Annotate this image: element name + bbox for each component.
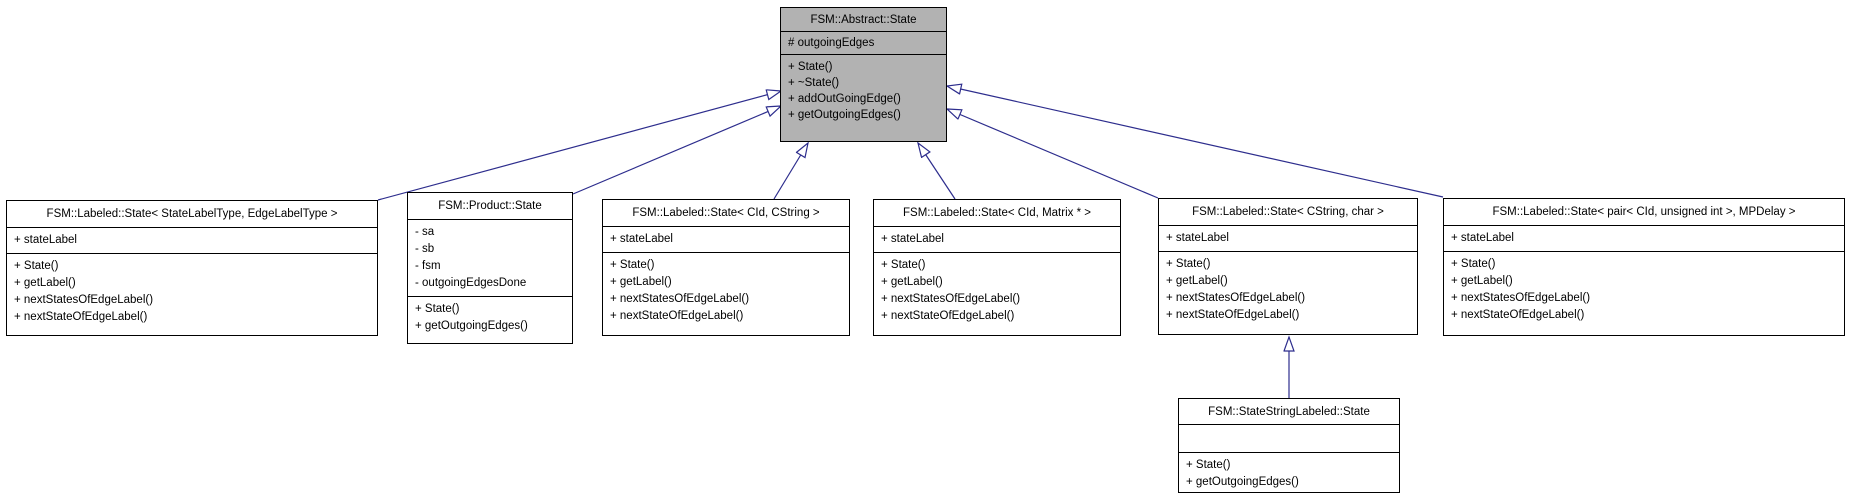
method: + getOutgoingEdges(): [788, 109, 901, 121]
class-attributes: + stateLabel: [603, 227, 849, 253]
attribute: - fsm: [415, 260, 441, 272]
class-methods: + State() + getOutgoingEdges(): [1179, 453, 1399, 495]
class-attributes-empty: [1179, 425, 1399, 453]
method: + addOutGoingEdge(): [788, 93, 901, 105]
class-title: FSM::Labeled::State< StateLabelType, Edg…: [7, 201, 377, 228]
attribute: + stateLabel: [610, 233, 673, 245]
method: + getLabel(): [14, 277, 76, 289]
method: + nextStateOfEdgeLabel(): [1166, 309, 1300, 321]
class-attributes: # outgoingEdges: [781, 32, 946, 55]
method: + getOutgoingEdges(): [1186, 476, 1299, 488]
class-methods: + State() + getLabel() + nextStatesOfEdg…: [7, 254, 377, 335]
inheritance-arrow-product-to-abstract: [572, 106, 781, 195]
inheritance-arrow-cid-cstring-to-abstract: [773, 143, 808, 200]
method: + nextStateOfEdgeLabel(): [1451, 309, 1585, 321]
method: + nextStatesOfEdgeLabel(): [14, 294, 154, 306]
class-title: FSM::Labeled::State< CId, CString >: [603, 200, 849, 227]
class-attributes: + stateLabel: [874, 227, 1120, 253]
method: + getOutgoingEdges(): [415, 320, 528, 332]
method: + getLabel(): [1451, 275, 1513, 287]
attribute: - sa: [415, 226, 435, 238]
class-attributes: + stateLabel: [1444, 226, 1844, 252]
class-title: FSM::Product::State: [408, 193, 572, 220]
method: + getLabel(): [1166, 275, 1228, 287]
attribute: + stateLabel: [881, 233, 944, 245]
method: + nextStatesOfEdgeLabel(): [610, 293, 750, 305]
method: + nextStateOfEdgeLabel(): [14, 311, 148, 323]
class-title: FSM::Labeled::State< pair< CId, unsigned…: [1444, 199, 1844, 226]
class-box-product-state[interactable]: FSM::Product::State - sa - sb - fsm - ou…: [407, 192, 573, 344]
method: + nextStatesOfEdgeLabel(): [881, 293, 1021, 305]
method: + ~State(): [788, 77, 840, 89]
method: + State(): [1166, 258, 1211, 270]
method: + getLabel(): [881, 276, 943, 288]
class-methods: + State() + ~State() + addOutGoingEdge()…: [781, 55, 946, 141]
method: + State(): [788, 61, 833, 73]
method: + State(): [610, 259, 655, 271]
inheritance-arrow-pair-mpdelay-to-abstract: [947, 86, 1444, 198]
class-methods: + State() + getLabel() + nextStatesOfEdg…: [1159, 252, 1417, 334]
inheritance-arrow-cstring-char-to-abstract: [947, 109, 1159, 199]
class-title: FSM::Abstract::State: [781, 8, 946, 32]
class-box-abstract-state[interactable]: FSM::Abstract::State # outgoingEdges + S…: [780, 7, 947, 142]
method: + State(): [415, 303, 460, 315]
method: + getLabel(): [610, 276, 672, 288]
class-box-labeled-pair-mpdelay[interactable]: FSM::Labeled::State< pair< CId, unsigned…: [1443, 198, 1845, 336]
attribute: # outgoingEdges: [788, 37, 875, 49]
class-methods: + State() + getLabel() + nextStatesOfEdg…: [603, 253, 849, 335]
class-methods: + State() + getLabel() + nextStatesOfEdg…: [1444, 252, 1844, 335]
attribute: + stateLabel: [14, 234, 77, 246]
attribute: + stateLabel: [1166, 232, 1229, 244]
class-box-labeled-cstring-char[interactable]: FSM::Labeled::State< CString, char > + s…: [1158, 198, 1418, 335]
class-box-labeled-cid-cstring[interactable]: FSM::Labeled::State< CId, CString > + st…: [602, 199, 850, 336]
class-title: FSM::Labeled::State< CString, char >: [1159, 199, 1417, 226]
class-title: FSM::Labeled::State< CId, Matrix * >: [874, 200, 1120, 227]
method: + State(): [14, 260, 59, 272]
method: + nextStatesOfEdgeLabel(): [1166, 292, 1306, 304]
attribute: - outgoingEdgesDone: [415, 277, 527, 289]
class-box-labeled-cid-matrix[interactable]: FSM::Labeled::State< CId, Matrix * > + s…: [873, 199, 1121, 336]
class-attributes: + stateLabel: [1159, 226, 1417, 252]
class-methods: + State() + getLabel() + nextStatesOfEdg…: [874, 253, 1120, 335]
method: + nextStateOfEdgeLabel(): [881, 310, 1015, 322]
class-box-statestring-labeled[interactable]: FSM::StateStringLabeled::State + State()…: [1178, 398, 1400, 493]
inheritance-arrow-labeled-generic-to-abstract: [377, 91, 781, 201]
method: + State(): [881, 259, 926, 271]
class-box-labeled-generic[interactable]: FSM::Labeled::State< StateLabelType, Edg…: [6, 200, 378, 336]
method: + nextStateOfEdgeLabel(): [610, 310, 744, 322]
class-attributes: + stateLabel: [7, 228, 377, 254]
method: + State(): [1451, 258, 1496, 270]
method: + State(): [1186, 459, 1231, 471]
attribute: + stateLabel: [1451, 232, 1514, 244]
class-attributes: - sa - sb - fsm - outgoingEdgesDone: [408, 220, 572, 297]
class-title: FSM::StateStringLabeled::State: [1179, 399, 1399, 425]
inheritance-arrow-cid-matrix-to-abstract: [918, 143, 956, 200]
attribute: - sb: [415, 243, 435, 255]
class-methods: + State() + getOutgoingEdges(): [408, 297, 572, 343]
method: + nextStatesOfEdgeLabel(): [1451, 292, 1591, 304]
